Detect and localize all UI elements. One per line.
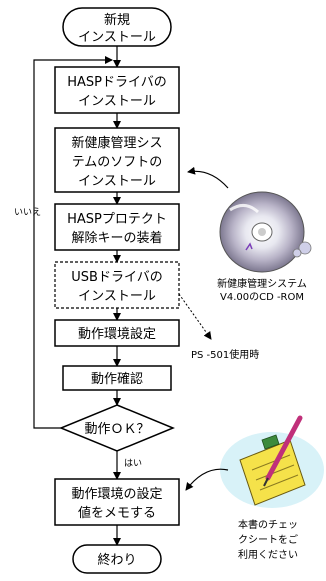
step-hasp-driver-line2: インストール (78, 94, 156, 109)
checksheet-line1: 本書のチェッ (238, 518, 298, 531)
end-terminator: 終わり (72, 544, 162, 574)
step-memo: 動作環境の設定 値をメモする (54, 478, 180, 526)
end-label: 終わり (97, 552, 136, 568)
step-software-install: 新健康管理シス テムのソフトの インストール (54, 127, 180, 193)
step-usb-driver: USBドライバの インストール (54, 261, 180, 309)
step-software-line3: インストール (78, 174, 156, 189)
checksheet-line2: クシートをご (238, 533, 298, 546)
usb-note-arrow (178, 293, 212, 340)
cd-caption-line1: 新健康管理システム (217, 277, 307, 290)
step-hasp-driver-line1: HASPドライバの (67, 75, 167, 90)
step-software-line2: テムのソフトの (72, 155, 163, 170)
step-env-setting: 動作環境設定 (54, 319, 180, 347)
step-confirm-label: 動作確認 (91, 371, 143, 387)
no-label: いいえ (14, 207, 41, 218)
step-env-setting-label: 動作環境設定 (78, 326, 156, 342)
step-memo-line2: 値をメモする (78, 505, 156, 521)
step-hasp-protect-line1: HASPプロテクト (67, 212, 167, 227)
step-confirm: 動作確認 (62, 365, 172, 391)
yes-label: はい (124, 458, 142, 469)
checklist-pen-icon (220, 415, 324, 508)
decision-label: 動作ＯＫ？ (84, 422, 149, 437)
step-hasp-protect-line2: 解除キーの装着 (71, 230, 162, 246)
step-software-line1: 新健康管理シス (71, 135, 162, 151)
decision-ok: 動作ＯＫ？ (59, 404, 175, 452)
no-loop-connector (33, 56, 113, 429)
cd-arrow (187, 166, 229, 189)
step-usb-driver-line1: USBドライバの (71, 270, 162, 285)
cd-caption-line2: V4.00のCD -ROM (220, 292, 304, 303)
start-label-line1: 新規 (104, 12, 130, 28)
step-hasp-driver: HASPドライバの インストール (54, 66, 180, 114)
checksheet-line3: 利用ください (238, 549, 298, 561)
cd-rom-icon (219, 191, 312, 273)
start-label-line2: インストール (78, 30, 156, 45)
step-hasp-protect: HASPプロテクト 解除キーの装着 (54, 203, 180, 251)
ps501-note: PS -501使用時 (191, 348, 259, 361)
start-terminator: 新規 インストール (62, 7, 172, 47)
step-memo-line1: 動作環境の設定 (71, 486, 162, 502)
step-usb-driver-line2: インストール (78, 289, 156, 304)
checksheet-arrow (185, 468, 229, 491)
